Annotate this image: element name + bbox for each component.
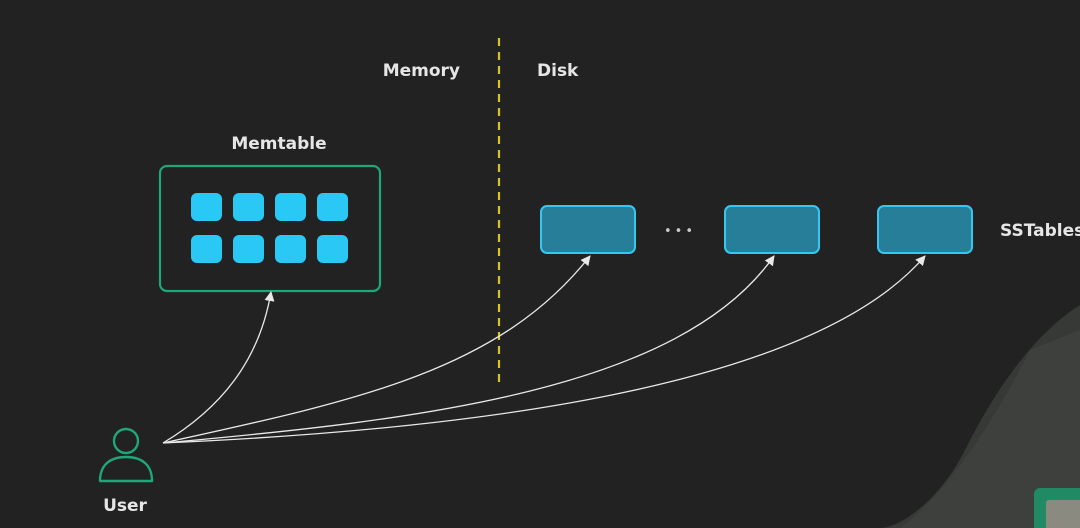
sstable-box [877, 205, 973, 254]
arrow-to-sstable-2 [162, 255, 775, 444]
user-icon [98, 427, 154, 483]
memtable-cell [275, 235, 306, 263]
corner-thumbnail-inner [1046, 500, 1080, 528]
memtable-cells [191, 193, 348, 263]
memtable-cell [191, 193, 222, 221]
corner-decoration-edge [900, 330, 1080, 528]
access-arrows [162, 255, 926, 444]
memtable-cell [317, 193, 348, 221]
memtable-cell [317, 235, 348, 263]
memtable-cell [191, 235, 222, 263]
memtable-cell [233, 193, 264, 221]
arrow-to-sstable-3 [162, 255, 926, 444]
user-label: User [103, 496, 147, 516]
disk-label: Disk [537, 61, 579, 81]
memtable-box [158, 164, 382, 293]
sstable-box [724, 205, 820, 254]
arrow-to-memtable [162, 291, 275, 444]
sstable-box [540, 205, 636, 254]
arrow-to-sstable-1 [162, 255, 591, 444]
memtable-title: Memtable [231, 134, 326, 154]
memtable-cell [275, 193, 306, 221]
memtable-cell [233, 235, 264, 263]
sstable-ellipsis: ••• [664, 224, 696, 239]
sstables-label: SSTables [1000, 221, 1080, 241]
memory-label: Memory [383, 61, 460, 81]
